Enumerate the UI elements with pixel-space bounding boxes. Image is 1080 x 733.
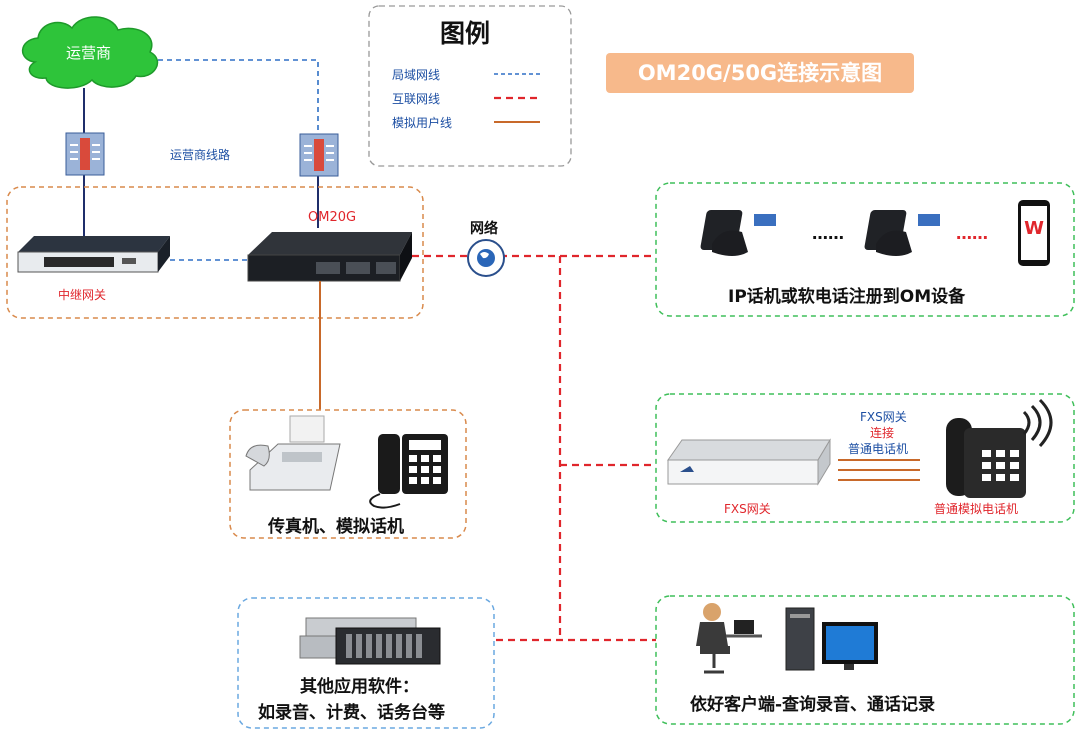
fxs-note-line2: 连接 <box>870 426 895 440</box>
operator-icon <box>696 603 762 674</box>
lan-lines <box>158 59 319 261</box>
apps-caption-line2: 如录音、计费、话务台等 <box>258 703 445 723</box>
legend-label-lan: 局域网线 <box>392 68 441 82</box>
firewall-icon-right <box>299 133 339 177</box>
om20g-device <box>247 232 412 282</box>
legend-label-internet: 互联网线 <box>392 92 441 106</box>
desk-phone-icon <box>946 398 1053 498</box>
client-caption: 依好客户端-查询录音、通话记录 <box>690 695 936 715</box>
core-devices-box <box>6 186 424 319</box>
analog-phone-label: 普通模拟电话机 <box>934 502 1019 516</box>
fxs-gateway-label: FXS网关 <box>724 502 771 516</box>
ip-ellipsis-1: …… <box>812 224 844 243</box>
ip-phones-caption: IP话机或软电话注册到OM设备 <box>728 287 966 307</box>
fxs-analog-lines <box>838 459 920 481</box>
fax-phone-box <box>229 409 467 539</box>
globe-icon <box>467 239 505 277</box>
diagram-title: OM20G/50G连接示意图 <box>606 53 914 93</box>
network-label: 网络 <box>470 221 498 237</box>
om20g-label: OM20G <box>308 210 357 225</box>
legend-heading: 图例 <box>440 19 491 48</box>
fxs-note-line1: FXS网关 <box>860 410 907 424</box>
firewall-icon-left <box>65 132 105 176</box>
apps-caption-line1: 其他应用软件： <box>300 677 419 697</box>
analog-phone-icon <box>369 434 448 509</box>
carrier-line-label: 运营商线路 <box>170 148 231 162</box>
internet-lines <box>412 254 656 642</box>
trunk-gateway-device <box>17 236 170 273</box>
fax-machine-icon <box>245 415 341 491</box>
ip-phone-icon-1 <box>700 210 776 256</box>
ip-ellipsis-2: …… <box>956 224 988 243</box>
trunk-gateway-label: 中继网关 <box>58 288 107 302</box>
smartphone-icon: W <box>1018 200 1050 266</box>
cloud-icon <box>21 16 159 89</box>
fxs-box <box>655 393 1075 523</box>
computer-icon <box>785 607 878 671</box>
client-box <box>655 595 1075 725</box>
legend-label-analog: 模拟用户线 <box>392 116 453 130</box>
fax-box-caption: 传真机、模拟话机 <box>268 517 404 537</box>
fxs-gateway-device <box>667 438 831 486</box>
servers-icon <box>299 617 441 665</box>
other-apps-box <box>237 597 495 729</box>
carrier-lines <box>83 88 319 240</box>
fxs-note-line3: 普通电话机 <box>848 442 909 456</box>
ip-phone-icon-2 <box>864 210 940 256</box>
ip-phones-box <box>655 182 1075 317</box>
svg-text:W: W <box>1024 218 1044 239</box>
cloud-label: 运营商 <box>66 44 112 62</box>
legend-box <box>368 5 572 167</box>
